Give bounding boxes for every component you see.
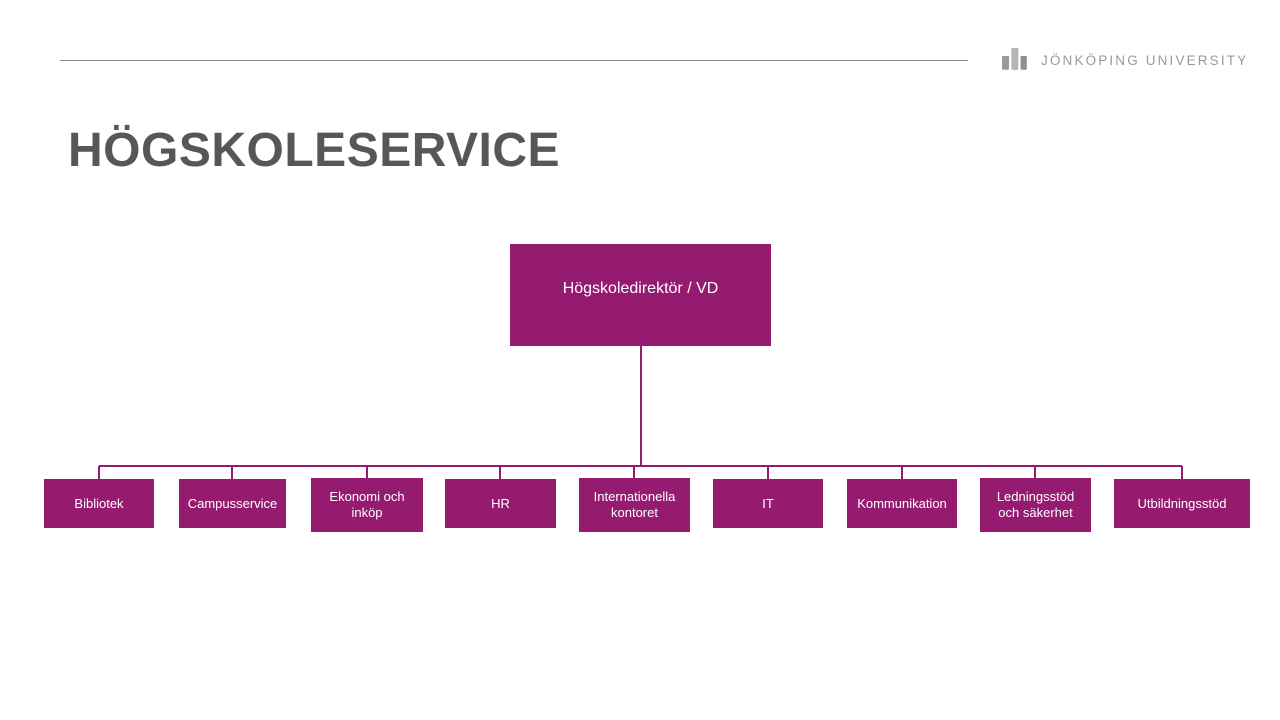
org-node-child-1[interactable]: Campusservice	[179, 479, 286, 528]
node-label: HR	[491, 495, 510, 511]
org-node-child-0[interactable]: Bibliotek	[44, 479, 154, 528]
org-node-child-2[interactable]: Ekonomi och inköp	[311, 478, 423, 532]
header-divider	[60, 60, 968, 61]
node-label: Kommunikation	[857, 495, 947, 511]
node-label: Ekonomi och inköp	[329, 489, 405, 520]
node-label: Bibliotek	[74, 495, 124, 511]
node-label: Internationella kontoret	[593, 489, 676, 520]
university-logo: JÖNKÖPING UNIVERSITY	[1000, 44, 1248, 78]
org-node-root[interactable]: Högskoledirektör / VD	[510, 244, 771, 346]
ju-monogram-icon	[1002, 48, 1027, 70]
org-node-child-5[interactable]: IT	[713, 479, 823, 528]
org-node-child-4[interactable]: Internationella kontoret	[579, 478, 690, 532]
node-label: Ledningsstöd och säkerhet	[996, 489, 1075, 520]
org-node-child-6[interactable]: Kommunikation	[847, 479, 957, 528]
node-label: IT	[762, 495, 774, 511]
page-title: HÖGSKOLESERVICE	[68, 124, 561, 177]
org-node-child-8[interactable]: Utbildningsstöd	[1114, 479, 1250, 528]
node-label: Utbildningsstöd	[1137, 495, 1227, 511]
org-node-child-7[interactable]: Ledningsstöd och säkerhet	[980, 478, 1091, 532]
node-label: Campusservice	[187, 495, 278, 511]
university-wordmark: JÖNKÖPING UNIVERSITY	[1041, 53, 1249, 69]
node-label: Högskoledirektör / VD	[562, 280, 719, 297]
org-node-child-3[interactable]: HR	[445, 479, 556, 528]
